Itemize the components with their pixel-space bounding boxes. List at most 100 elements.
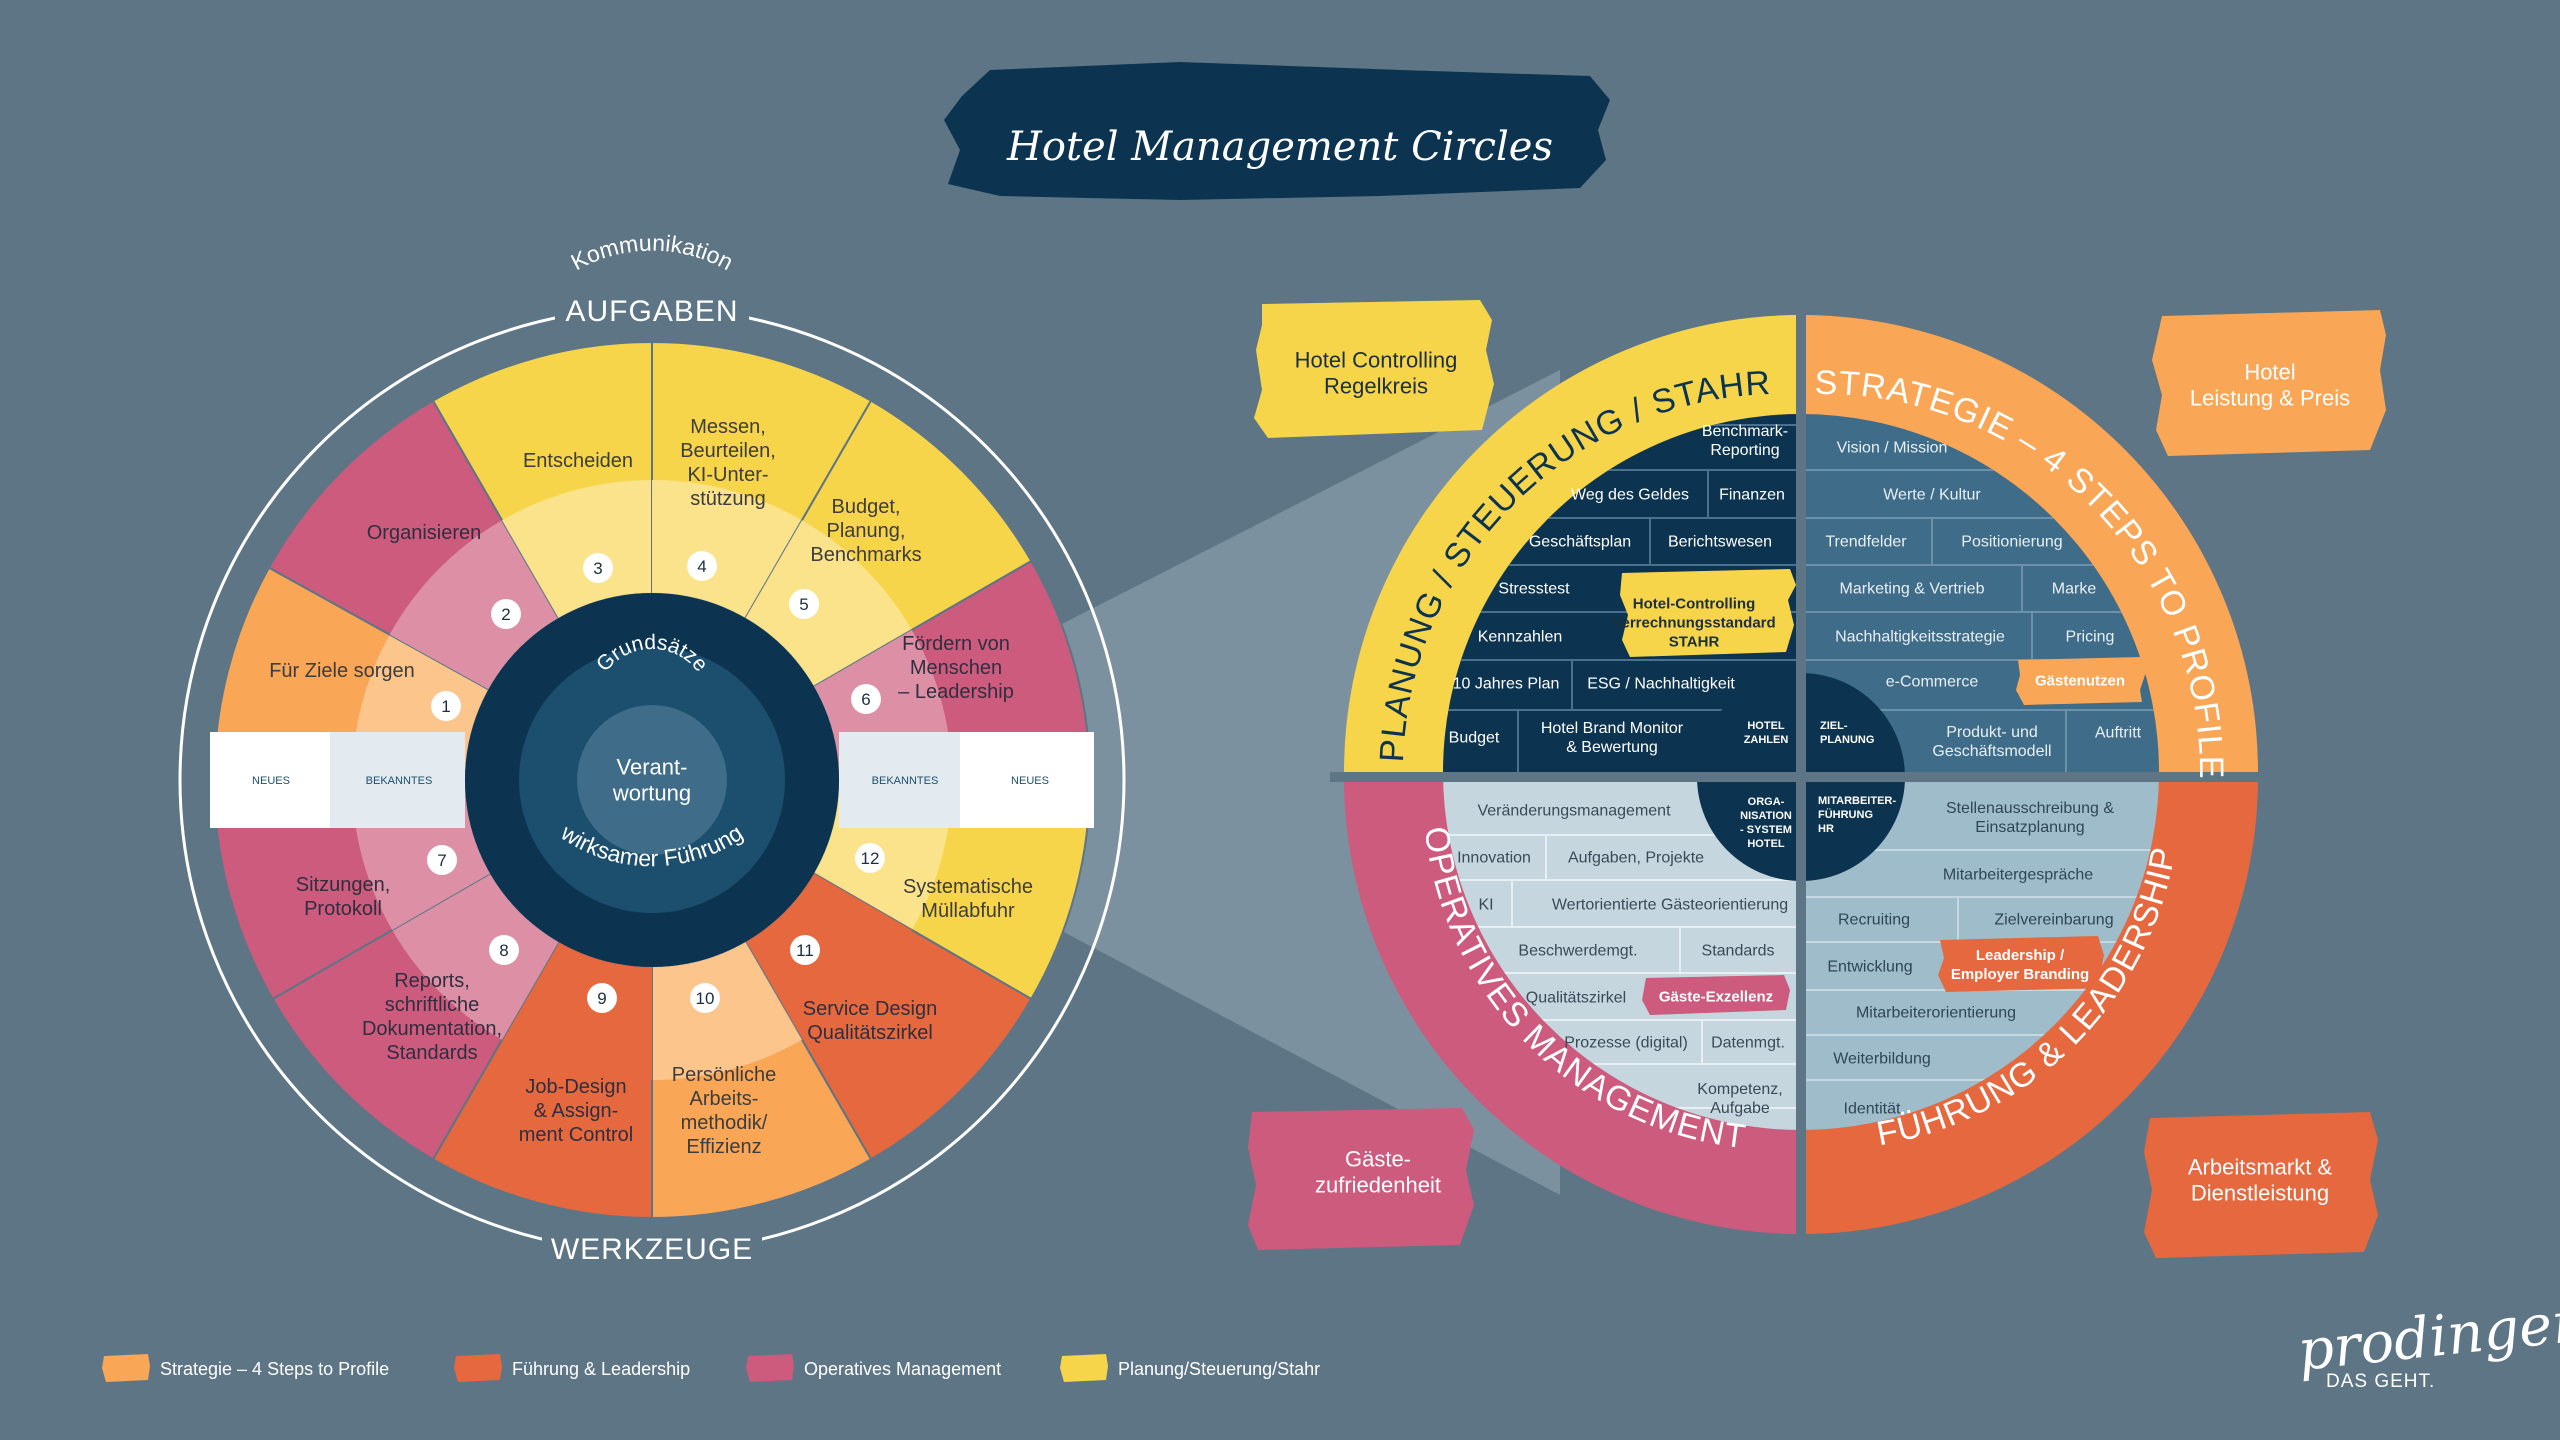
left-segment-label-1: Für Ziele sorgen	[269, 660, 415, 682]
strategie-cell-s2: Werte / Kultur	[1883, 487, 1981, 504]
segment-number-badge-7	[427, 845, 457, 875]
page-title: Hotel Management Circles	[1006, 124, 1553, 170]
legend: Strategie – 4 Steps to Profile Führung & …	[102, 1354, 1320, 1382]
fuehrung-cell-f5: Mitarbeiterorientierung	[1856, 1005, 2016, 1022]
fuehrung-cell-f1: Stellenausschreibung &Einsatzplanung	[1946, 800, 2114, 836]
left-segment-inner-5	[745, 520, 912, 687]
left-segment-inner-11	[745, 873, 912, 1040]
fuehrung-cell-f2: Mitarbeitergespräche	[1943, 867, 2093, 884]
callout-gaeste-brush	[1248, 1108, 1474, 1250]
operativ-cell-o6a: Prozesse (digital)	[1564, 1035, 1688, 1052]
planung-cell-r6a: 10 Jahres Plan	[1453, 676, 1560, 693]
title-banner: Hotel Management Circles	[944, 62, 1610, 200]
strategie-cell-s5b: Pricing	[2066, 629, 2115, 646]
planung-cell-r3b: Berichtswesen	[1668, 534, 1772, 551]
operativ-highlight: Gäste-Exzellenz	[1659, 988, 1773, 1005]
operativ-cell-o1: Veränderungsmanagement	[1477, 803, 1671, 820]
segment-number-badge-1	[431, 691, 461, 721]
legend-swatch-0	[102, 1354, 150, 1382]
logo-tagline: DAS GEHT.	[2326, 1371, 2435, 1392]
callout-leistung-brush	[2152, 310, 2386, 456]
segment-number-3: 3	[593, 559, 602, 578]
band-label-neues-left: NEUES	[252, 775, 290, 787]
legend-label-0: Strategie – 4 Steps to Profile	[160, 1359, 389, 1379]
strategie-cell-s5a: Nachhaltigkeitsstrategie	[1835, 629, 2005, 646]
planung-cell-r2a: Weg des Geldes	[1571, 487, 1689, 504]
planung-cell-r7a: Budget	[1449, 730, 1500, 747]
callout-arbeitsmarkt-text: Arbeitsmarkt &Dienstleistung	[2188, 1155, 2333, 1206]
segment-number-badge-12	[855, 843, 885, 873]
operativ-cell-o4a: Beschwerdemgt.	[1518, 943, 1637, 960]
segment-number-8: 8	[499, 941, 508, 960]
operativ-highlight-text: Gäste-Exzellenz	[1659, 988, 1773, 1005]
operativ-cell-o3b: Wertorientierte Gästeorientierung	[1552, 897, 1788, 914]
left-segment-label-2: Organisieren	[367, 522, 482, 544]
left-segment-label-5: Budget,Planung,Benchmarks	[810, 496, 921, 566]
strategie-cell-s7b: Auftritt	[2095, 725, 2142, 742]
band-label-neues-right: NEUES	[1011, 775, 1049, 787]
logo: prodinger DAS GEHT.	[2295, 1289, 2560, 1392]
band-label-bekanntes-right: BEKANNTES	[872, 775, 939, 787]
left-segment-label-4: Messen,Beurteilen,KI-Unter-stützung	[680, 416, 776, 510]
operativ-cell-o5: Qualitätszirkel	[1526, 990, 1626, 1007]
callout-gaeste-label: Gäste-zufriedenheit	[1315, 1147, 1441, 1198]
left-circle: NEUES BEKANNTES BEKANNTES NEUES Für Ziele s…	[178, 230, 1126, 1270]
fuehrung-cell-f6: Weiterbildung	[1833, 1051, 1931, 1068]
fuehrung-cell-f4: Entwicklung	[1827, 959, 1912, 976]
segment-number-11: 11	[796, 941, 814, 960]
band-left-outer	[210, 732, 350, 828]
legend-label-2: Operatives Management	[804, 1359, 1001, 1379]
legend-swatch-1	[454, 1354, 502, 1382]
band-label-bekanntes-left: BEKANNTES	[366, 775, 433, 787]
segment-number-badge-4	[687, 551, 717, 581]
center-disc	[577, 705, 727, 855]
strategie-highlight: Gästenutzen	[2035, 672, 2125, 689]
top-label: AUFGABEN	[565, 295, 738, 328]
planung-highlight-brush	[1620, 569, 1796, 657]
ring-label-kommunikation: Kommunikation	[567, 230, 738, 276]
left-segment-label-7: Sitzungen,Protokoll	[296, 874, 391, 920]
fuehrung-cell-f3a: Recruiting	[1838, 912, 1910, 929]
band-left-inner	[330, 732, 465, 828]
segment-number-4: 4	[697, 557, 706, 576]
segment-number-badge-6	[851, 684, 881, 714]
fuehrung-highlight-brush	[1938, 936, 2104, 992]
logo-wordmark: prodinger	[2295, 1289, 2560, 1383]
callout-arbeitsmarkt: Arbeitsmarkt &Dienstleistung	[2144, 1112, 2378, 1258]
legend-swatch-3	[1060, 1354, 1108, 1382]
callout-gaeste-text: Gäste-zufriedenheit	[1315, 1147, 1441, 1198]
segment-number-badge-2	[491, 599, 521, 629]
segment-number-7: 7	[437, 851, 446, 870]
fuehrung-cell-f3b: Zielvereinbarung	[1994, 912, 2113, 929]
legend-swatch-2	[746, 1354, 794, 1382]
segment-number-badge-8	[489, 935, 519, 965]
bottom-label-gap	[542, 1230, 762, 1270]
segment-number-badge-10	[690, 983, 720, 1013]
legend-label-1: Führung & Leadership	[512, 1359, 690, 1379]
strategie-cell-s6: e-Commerce	[1886, 674, 1979, 691]
segment-number-2: 2	[501, 605, 510, 624]
strategie-highlight-text: Gästenutzen	[2035, 672, 2125, 689]
planung-cell-r2b: Finanzen	[1719, 487, 1785, 504]
operativ-cell-o4b: Standards	[1702, 943, 1775, 960]
fuehrung-cell-f7: Identität	[1844, 1101, 1901, 1118]
segment-number-9: 9	[597, 989, 606, 1008]
callout-arbeitsmarkt-brush	[2144, 1112, 2378, 1258]
strategie-cell-s3b: Positionierung	[1961, 534, 2062, 551]
operativ-highlight-brush	[1642, 975, 1790, 1015]
strategie-cell-s3a: Trendfelder	[1825, 534, 1907, 551]
